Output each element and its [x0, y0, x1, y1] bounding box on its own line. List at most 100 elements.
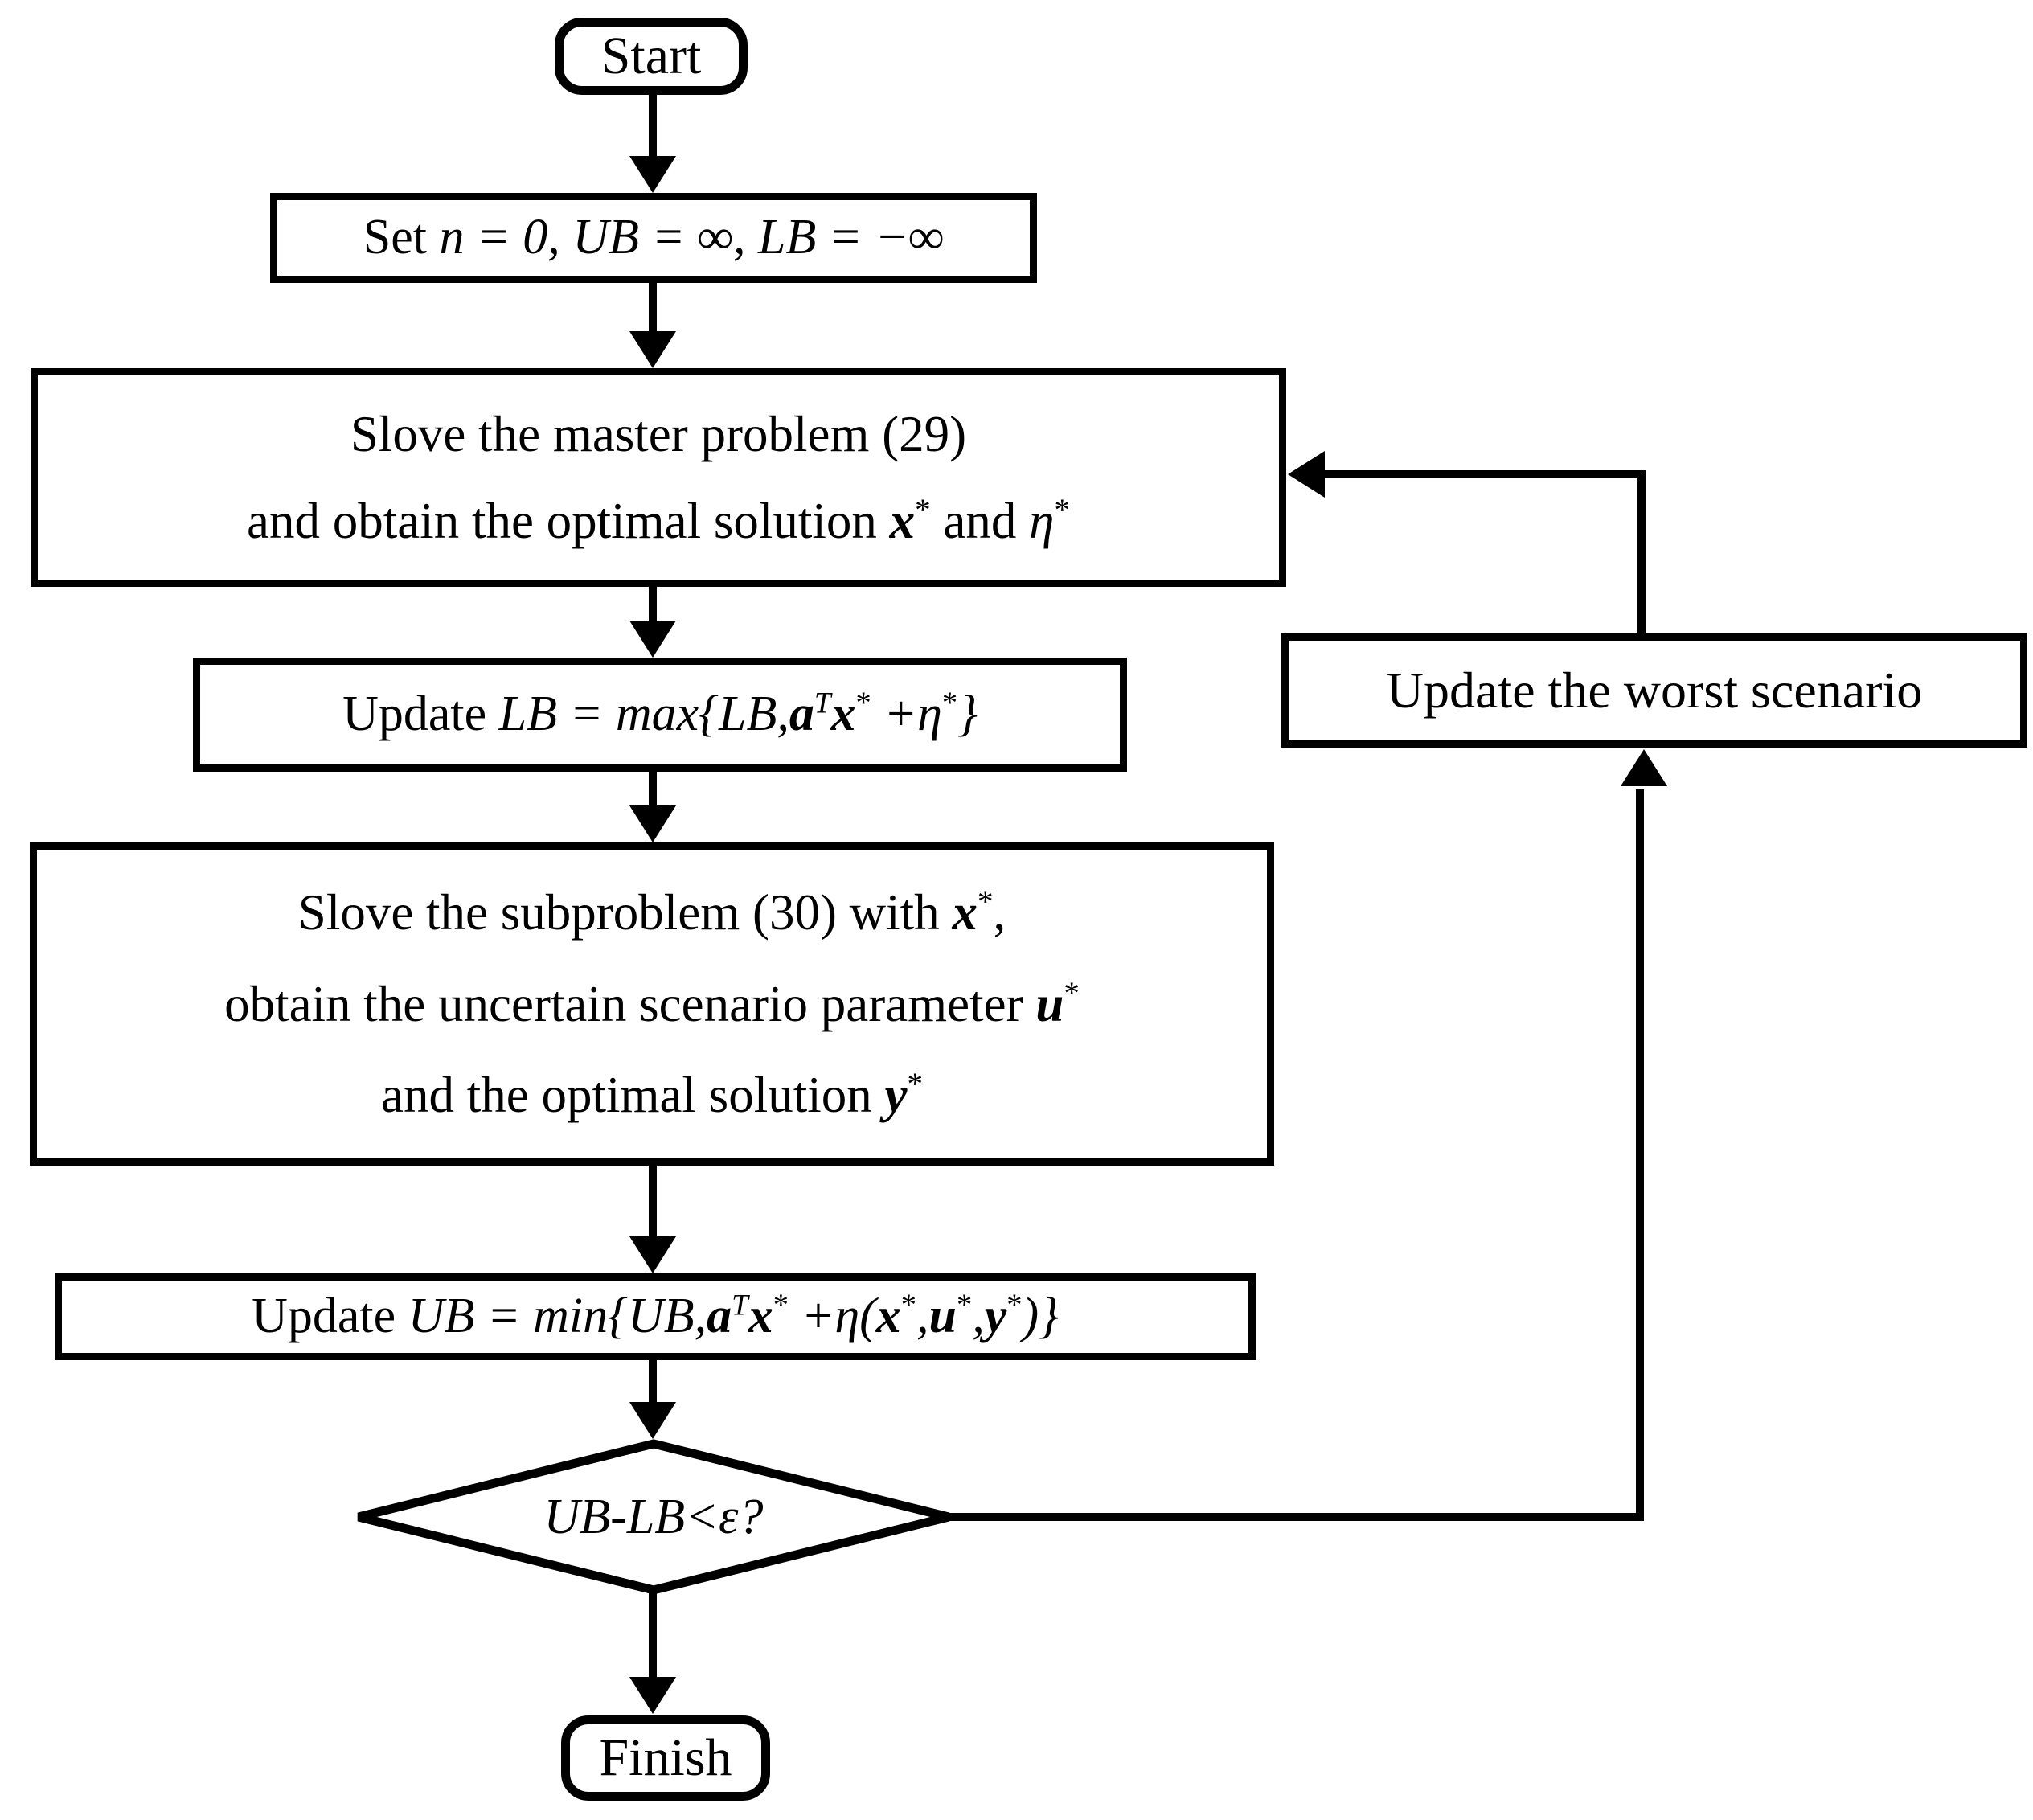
subproblem-line1-text: Slove the subproblem (30) with — [297, 884, 940, 941]
master-eta-star: * — [1054, 492, 1070, 527]
updatelb-eta-star: * — [941, 686, 958, 720]
init-ub-symbol: UB — [572, 210, 639, 265]
edge-worst-to-master-horizontal — [1325, 470, 1642, 478]
node-update-upper-bound[interactable]: Update UB = min{UB,aTx* +η(x*,u*,y*)} — [55, 1273, 1256, 1360]
updatelb-x-star: * — [855, 686, 871, 720]
subproblem-line-1: Slove the subproblem (30) with x*, — [298, 884, 1006, 941]
edge-subproblem-to-updateub-arrowhead — [629, 1236, 676, 1273]
subproblem-x-symbol: x — [952, 884, 978, 941]
updateub-equals: = — [486, 1289, 521, 1344]
updatelb-equals: = — [569, 687, 604, 742]
updatelb-lb-symbol: LB — [498, 687, 558, 742]
updatelb-max-word: max — [615, 687, 699, 742]
subproblem-y-symbol: y — [884, 1067, 908, 1124]
init-eq-inf: = ∞, — [651, 210, 746, 265]
master-x-symbol: x — [889, 492, 916, 549]
node-start[interactable]: Start — [555, 18, 748, 95]
subproblem-line-2: obtain the uncertain scenario parameter … — [224, 976, 1080, 1033]
init-set-word: Set — [363, 210, 427, 265]
updateub-brace-close: } — [1039, 1289, 1059, 1344]
node-initialize[interactable]: Set n = 0, UB = ∞, LB = −∞ — [270, 193, 1037, 283]
updateub-eta-symbol: η — [834, 1289, 860, 1344]
master-eta-symbol: η — [1029, 492, 1055, 549]
edge-init-to-master-stem — [649, 283, 657, 333]
updateub-paren-close: ) — [1022, 1289, 1039, 1344]
updatelb-update-word: Update — [342, 687, 487, 742]
updateub-x-star: * — [773, 1288, 789, 1322]
node-initialize-label: Set n = 0, UB = ∞, LB = −∞ — [363, 210, 945, 265]
updateub-ub2-symbol: UB, — [627, 1289, 707, 1344]
edge-updateub-to-decision-stem — [649, 1360, 657, 1405]
edge-init-to-master-arrowhead — [629, 331, 676, 368]
node-finish-label: Finish — [599, 1728, 732, 1788]
updateub-x-symbol: x — [748, 1289, 773, 1344]
edge-start-to-init-stem — [649, 95, 657, 158]
updateub-y-symbol: y — [984, 1289, 1007, 1344]
updateub-plus: + — [801, 1289, 835, 1344]
updateub-x2-symbol: x — [875, 1289, 901, 1344]
subproblem-line3-text: and the optimal solution — [381, 1067, 872, 1124]
init-n-symbol: n — [439, 210, 465, 265]
subproblem-y-star: * — [907, 1067, 923, 1102]
master-line-2: and obtain the optimal solution x* and η… — [247, 493, 1070, 550]
updateub-x2-star: * — [900, 1288, 916, 1322]
updateub-transpose: T — [732, 1289, 748, 1322]
updatelb-eta-symbol: η — [917, 687, 942, 742]
master-line-1: Slove the master problem (29) — [350, 405, 967, 462]
worst-scenario-label: Update the worst scenario — [1386, 662, 1923, 719]
edge-worst-to-master-vertical — [1637, 470, 1646, 635]
updatelb-plus: + — [883, 687, 918, 742]
node-solve-subproblem[interactable]: Slove the subproblem (30) with x*, obtai… — [30, 842, 1274, 1166]
updatelb-transpose: T — [814, 687, 831, 720]
updateub-a-symbol: a — [707, 1289, 732, 1344]
node-finish[interactable]: Finish — [561, 1715, 770, 1801]
updateub-y-star: * — [1006, 1288, 1023, 1322]
edge-decision-to-worst-arrowhead — [1621, 749, 1667, 786]
updateub-u-star: * — [956, 1288, 973, 1322]
updatelb-brace-open: { — [699, 687, 719, 742]
subproblem-x-star: * — [977, 884, 994, 920]
edge-decision-to-finish-stem — [649, 1592, 657, 1680]
subproblem-u-symbol: u — [1035, 975, 1064, 1032]
edge-master-to-updatelb-arrowhead — [629, 621, 676, 658]
master-and-word: and — [943, 492, 1017, 549]
edge-decision-to-worst-horizontal — [949, 1513, 1644, 1521]
edge-updatelb-to-subproblem-stem — [649, 772, 657, 809]
subproblem-line1-comma: , — [993, 884, 1006, 941]
node-convergence-decision[interactable]: UB-LB<ε? — [354, 1439, 953, 1595]
updatelb-lb2-symbol: LB, — [718, 687, 789, 742]
diamond-shape — [357, 1439, 950, 1595]
edge-subproblem-to-updateub-stem — [649, 1166, 657, 1240]
updateub-update-word: Update — [252, 1289, 396, 1344]
master-line2-text: and obtain the optimal solution — [247, 492, 877, 549]
init-eq-neg-inf: = −∞ — [828, 210, 945, 265]
edge-decision-to-worst-vertical — [1636, 789, 1644, 1518]
updateub-comma-2: , — [972, 1289, 985, 1344]
subproblem-u-star: * — [1064, 975, 1080, 1010]
updatelb-x-symbol: x — [830, 687, 856, 742]
edge-start-to-init-arrowhead — [629, 156, 676, 193]
node-start-label: Start — [600, 27, 702, 86]
edge-master-to-updatelb-stem — [649, 587, 657, 624]
edge-worst-to-master-arrowhead — [1288, 451, 1325, 498]
updateub-paren-open: ( — [859, 1289, 876, 1344]
edge-decision-to-finish-arrowhead — [629, 1677, 676, 1714]
edge-updateub-to-decision-arrowhead — [629, 1402, 676, 1439]
node-update-worst-scenario[interactable]: Update the worst scenario — [1281, 633, 2027, 748]
updateub-comma-1: , — [916, 1289, 929, 1344]
updatelb-a-symbol: a — [789, 687, 814, 742]
init-lb-symbol: LB — [758, 210, 817, 265]
update-ub-label: Update UB = min{UB,aTx* +η(x*,u*,y*)} — [252, 1289, 1059, 1344]
subproblem-line2-text: obtain the uncertain scenario parameter — [224, 975, 1023, 1032]
updateub-u-symbol: u — [928, 1289, 957, 1344]
updatelb-brace-close: } — [957, 687, 978, 742]
updateub-min-word: min — [533, 1289, 609, 1344]
init-eq-zero: = 0, — [476, 210, 560, 265]
master-x-star: * — [915, 492, 931, 527]
node-update-lower-bound[interactable]: Update LB = max{LB,aTx* +η*} — [193, 658, 1127, 772]
update-lb-label: Update LB = max{LB,aTx* +η*} — [342, 687, 978, 742]
updateub-ub-symbol: UB — [408, 1289, 475, 1344]
node-solve-master-problem[interactable]: Slove the master problem (29) and obtain… — [31, 368, 1286, 587]
subproblem-line-3: and the optimal solution y* — [381, 1067, 923, 1124]
